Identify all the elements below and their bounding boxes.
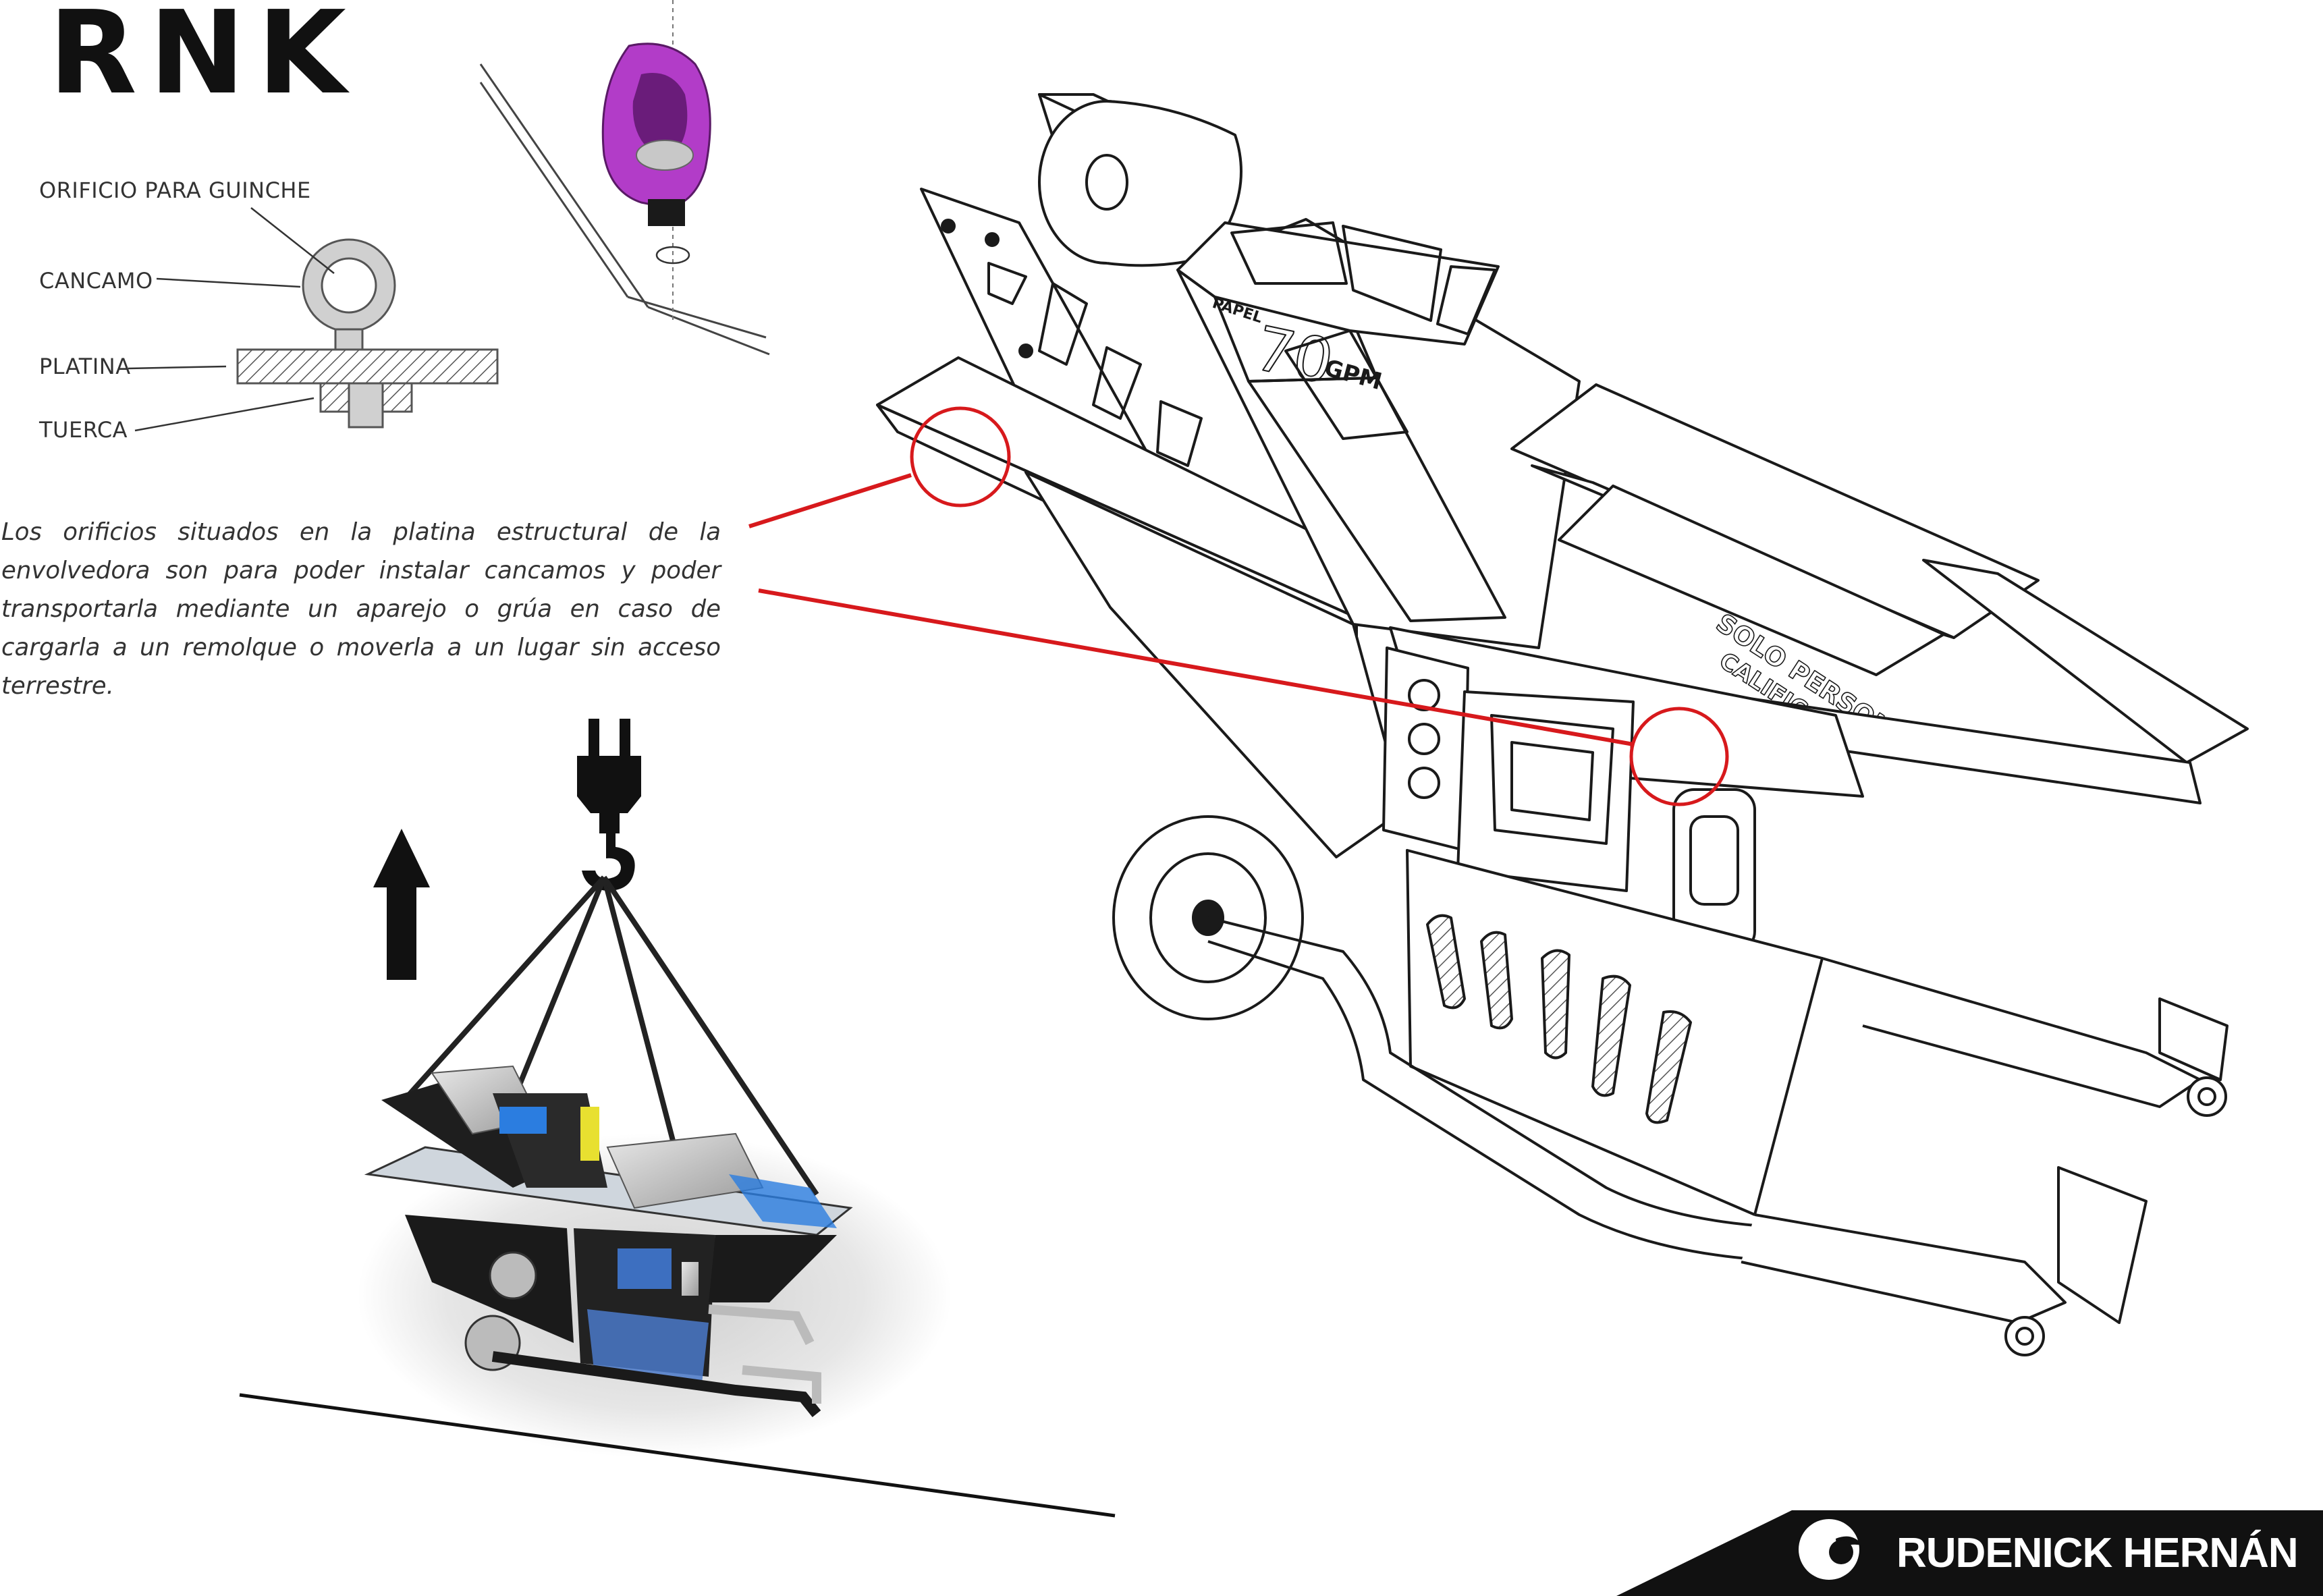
label-cancamo: CANCAMO [39, 268, 153, 294]
description-paragraph: Los orificios situados en la platina est… [1, 518, 721, 700]
eyebolt-section-diagram [128, 207, 499, 432]
lifting-render-illustration [239, 875, 1116, 1518]
lift-direction-arrow-icon [373, 829, 430, 980]
highlight-circle-left [910, 406, 1011, 507]
wrapping-machine-line-drawing: 70 GPM PAPEL SOLO PERSONAL CALIFICADO [876, 93, 2249, 1356]
platina-plate [236, 348, 499, 385]
author-name: RUDENICK HERNÁN [1896, 1530, 2299, 1576]
machine-speed-label: 70 [1249, 313, 1339, 399]
label-tuerca: TUERCA [39, 417, 128, 443]
rnk-logo: RNK [49, 0, 358, 120]
author-banner [1616, 1510, 2323, 1596]
label-platina: PLATINA [39, 354, 131, 379]
crane-hook-icon [577, 719, 641, 891]
eyebolt-shank [348, 382, 384, 429]
eyebolt-neck [334, 328, 364, 351]
mounting-hole-highlight [748, 406, 1729, 806]
eyebolt-3d-illustration [479, 0, 770, 356]
highlight-circle-right [1629, 707, 1729, 806]
label-orificio: ORIFICIO PARA GUINCHE [39, 177, 311, 203]
author-logo-icon [1799, 1519, 1863, 1580]
